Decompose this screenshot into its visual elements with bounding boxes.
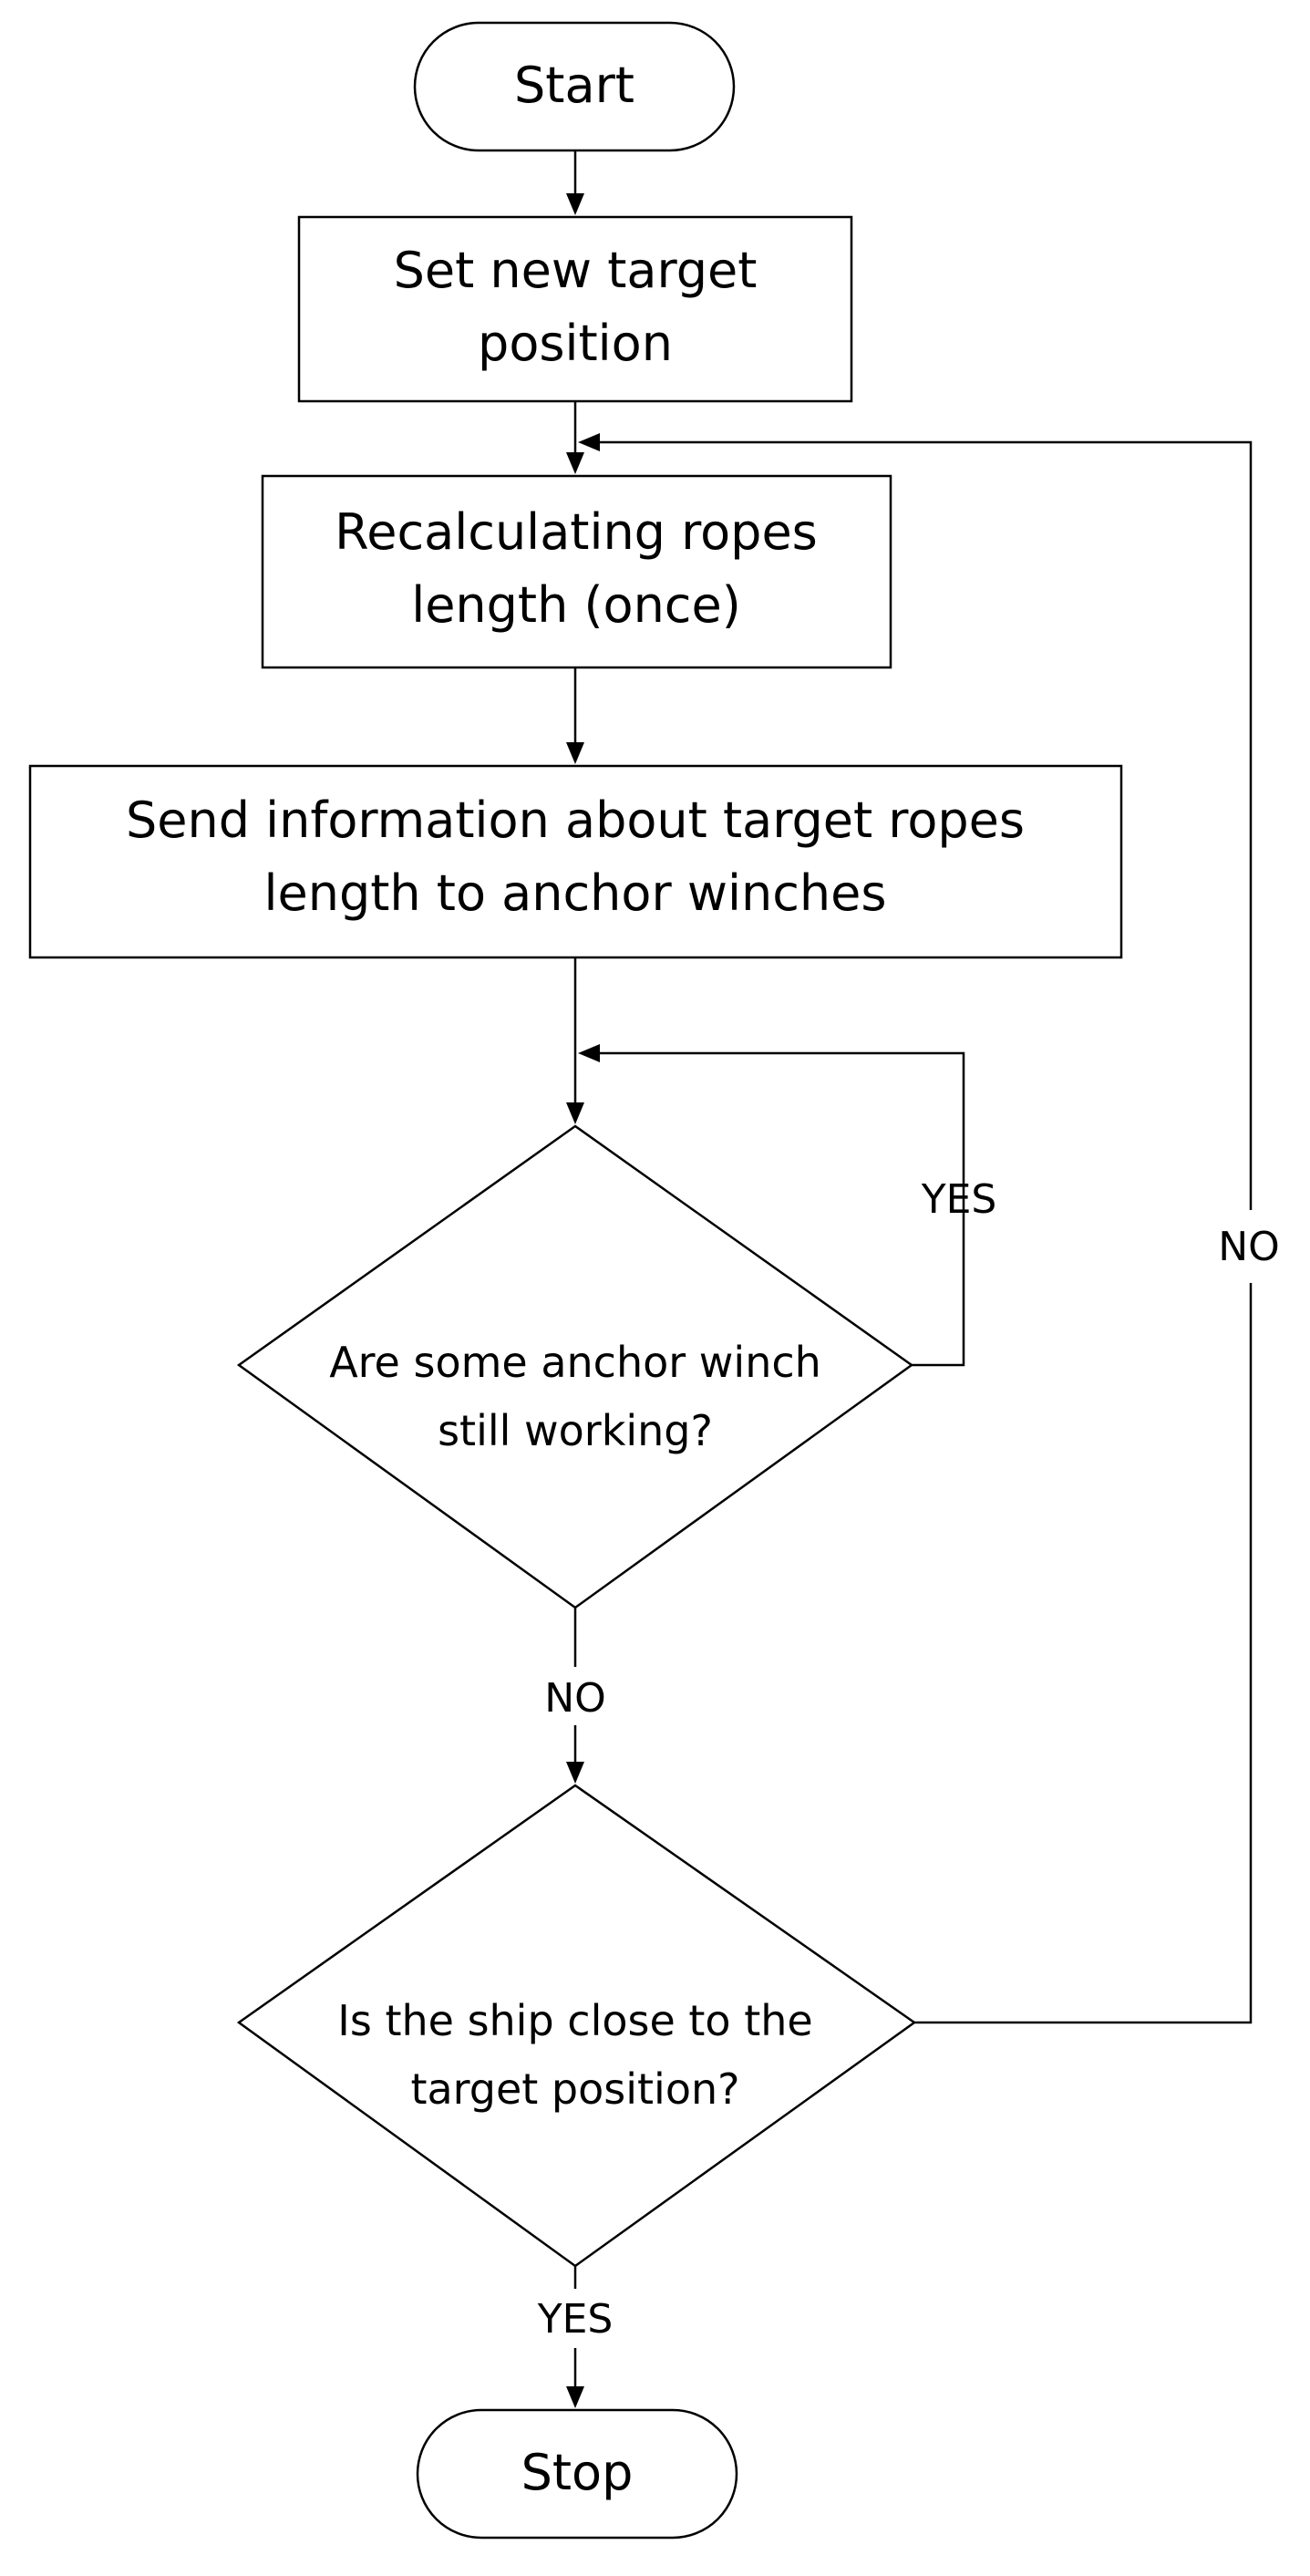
start-node: Start: [413, 21, 736, 152]
send-info-line-2: length to anchor winches: [264, 864, 887, 922]
send-info-node: Send information about target ropes leng…: [28, 764, 1123, 959]
recalc-node: Recalculating ropes length (once): [261, 474, 892, 669]
edge-winch-yes-loop: [578, 1044, 965, 1367]
arrowhead-icon: [578, 1044, 600, 1062]
winch-no-label: NO: [544, 1675, 606, 1722]
start-label: Start: [514, 57, 634, 114]
winch-check-line-1: Are some anchor winch: [329, 1338, 821, 1387]
arrowhead-icon: [566, 1102, 584, 1124]
arrowhead-icon: [566, 193, 584, 215]
edge-ship-yes-to-stop: [566, 2266, 584, 2408]
edge-ship-no-loop: [578, 433, 1253, 2024]
ship-yes-label: YES: [537, 2296, 614, 2343]
winch-yes-label: YES: [921, 1176, 997, 1223]
stop-node: Stop: [416, 2408, 738, 2540]
arrowhead-icon: [566, 2386, 584, 2408]
set-target-line-1: Set new target: [394, 242, 758, 299]
stop-label: Stop: [521, 2444, 634, 2501]
ship-no-label: NO: [1218, 1224, 1280, 1270]
ship-check-line-1: Is the ship close to the: [337, 1996, 812, 2045]
send-info-line-1: Send information about target ropes: [126, 791, 1025, 849]
arrowhead-icon: [578, 433, 600, 451]
arrowhead-icon: [566, 742, 584, 764]
set-target-line-2: position: [478, 315, 673, 372]
arrowhead-icon: [566, 1762, 584, 1784]
ship-check-decision: Is the ship close to the target position…: [236, 1784, 917, 2268]
set-target-node: Set new target position: [297, 215, 853, 403]
edge-winch-no-to-ship-check: [566, 1608, 584, 1784]
edge-set-target-to-recalc: [566, 401, 584, 474]
edge-start-to-set-target: [566, 150, 584, 215]
arrowhead-icon: [566, 452, 584, 474]
ship-check-line-2: target position?: [410, 2064, 739, 2114]
edge-recalc-to-send-info: [566, 667, 584, 764]
recalc-line-2: length (once): [411, 576, 741, 634]
edge-send-info-to-winch-check: [566, 957, 584, 1124]
winch-check-decision: Are some anchor winch still working?: [236, 1124, 914, 1609]
winch-check-line-2: still working?: [438, 1406, 713, 1455]
recalc-line-1: Recalculating ropes: [335, 503, 818, 561]
